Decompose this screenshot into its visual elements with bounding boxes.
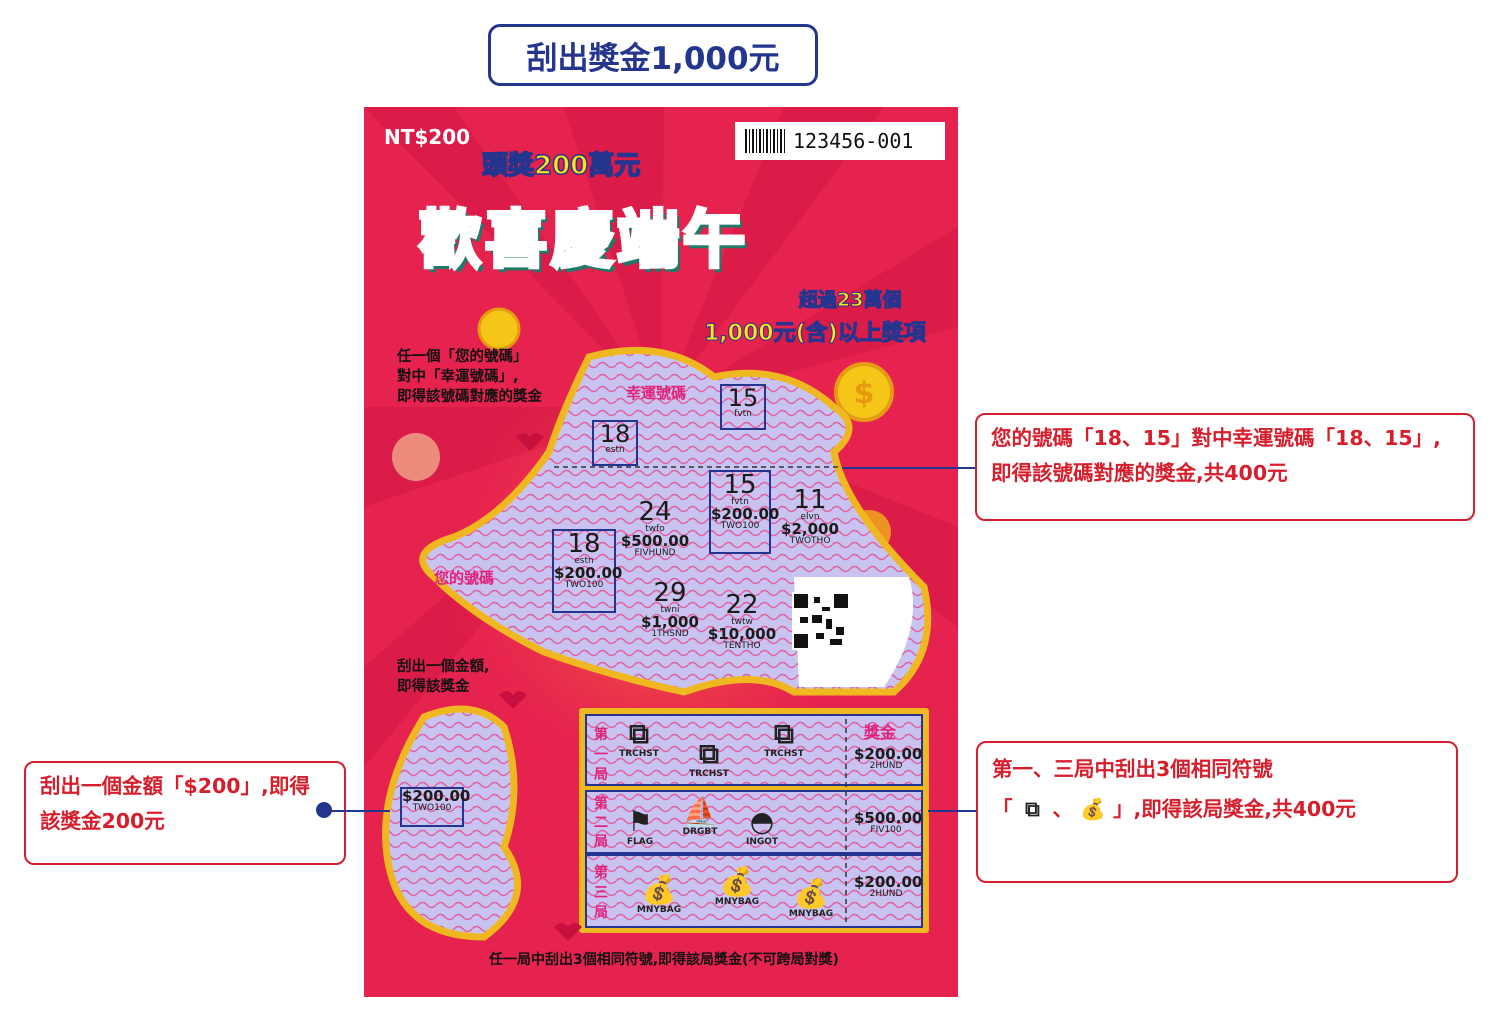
your-numbers-label: 您的號碼	[434, 569, 495, 587]
round-symbol: ◓INGOT	[739, 805, 785, 848]
ticket-price: NT$200	[384, 125, 471, 149]
round-symbol: ⧉TRCHST	[761, 717, 807, 760]
leader-dot	[316, 802, 332, 818]
flag-icon: ⚑	[627, 805, 653, 838]
your-number: 29 twni $1,000 1THSND	[641, 578, 699, 639]
round-prize: $200.00 2HUND	[854, 873, 923, 899]
serial-number: 123456-001	[735, 122, 945, 160]
amount-prize: $200.00 TWO100	[400, 787, 470, 827]
rule-numbers: 任一個「您的號碼」 對中「幸運號碼」, 即得該號碼對應的獎金	[397, 349, 542, 405]
ticket-artwork: $	[364, 107, 958, 941]
callout-games: 第一、三局中刮出3個相同符號 「⧉、💰」,即得該局獎金,共400元	[976, 741, 1458, 883]
your-number: 18 estn $200.00 TWO100	[552, 529, 622, 613]
round-prize: $500.00 FIV100	[854, 809, 923, 835]
ingot-icon: ◓	[749, 805, 775, 838]
treasure-chest-icon: ⧉	[699, 737, 719, 770]
game-title: 歡喜慶端午	[417, 201, 750, 278]
round-symbol: 💰MNYBAG	[788, 877, 834, 920]
round-symbol: ⧉TRCHST	[686, 737, 732, 780]
round-symbol: ⧉TRCHST	[616, 717, 662, 760]
promo-line-2: 1,000元(含)以上獎項	[704, 321, 927, 347]
your-number: 11 elvn $2,000 TWOTHO	[781, 485, 839, 546]
promo-line-1: 超過23萬個	[798, 289, 902, 312]
your-number: 22 twtw $10,000 TENTHO	[707, 590, 777, 651]
money-bag-icon: 💰	[1080, 797, 1106, 821]
scratch-ticket: $ NT$20	[364, 107, 958, 997]
page-title: 刮出獎金1,000元	[488, 24, 818, 86]
round-prize: $200.00 2HUND	[854, 745, 923, 771]
money-bag-icon: 💰	[793, 877, 829, 910]
round-symbol: 💰MNYBAG	[636, 873, 682, 916]
dragon-boat-icon: ⛵	[682, 795, 718, 828]
treasure-chest-icon: ⧉	[1025, 797, 1040, 821]
leader-line	[928, 810, 1000, 812]
prize-header: 獎金	[864, 723, 897, 742]
round-symbol: ⛵DRGBT	[677, 795, 723, 838]
money-bag-icon: 💰	[641, 873, 677, 906]
round-label: 第一局	[594, 727, 608, 783]
round-label: 第二局	[594, 796, 608, 850]
round-symbol: 💰MNYBAG	[714, 865, 760, 908]
treasure-chest-icon: ⧉	[629, 717, 649, 750]
callout-numbers: 您的號碼「18、15」對中幸運號碼「18、15」,即得該號碼對應的獎金,共400…	[975, 413, 1475, 521]
treasure-chest-icon: ⧉	[774, 717, 794, 750]
round-symbol: ⚑FLAG	[617, 805, 663, 848]
callout-amount: 刮出一個金額「$200」,即得該獎金200元	[24, 761, 346, 865]
leader-line	[330, 810, 390, 812]
rule-games: 任一局中刮出3個相同符號,即得該局獎金(不可跨局對獎)	[489, 952, 839, 968]
money-bag-icon: 💰	[719, 865, 755, 898]
round-label: 第三局	[594, 865, 608, 921]
leader-line	[842, 467, 1000, 469]
svg-text:$: $	[854, 376, 875, 411]
your-number: 15 fvtn $200.00 TWO100	[709, 470, 779, 554]
lucky-numbers-label: 幸運號碼	[626, 384, 687, 402]
barcode-icon	[745, 129, 785, 153]
lucky-number: 15 fvtn	[720, 384, 766, 430]
jackpot-text: 頭獎200萬元	[481, 150, 641, 182]
lucky-number: 18 estn	[592, 420, 638, 466]
rule-amount: 刮出一個金額, 即得該獎金	[397, 659, 490, 695]
your-number: 24 twfo $500.00 FIVHUND	[620, 497, 690, 558]
